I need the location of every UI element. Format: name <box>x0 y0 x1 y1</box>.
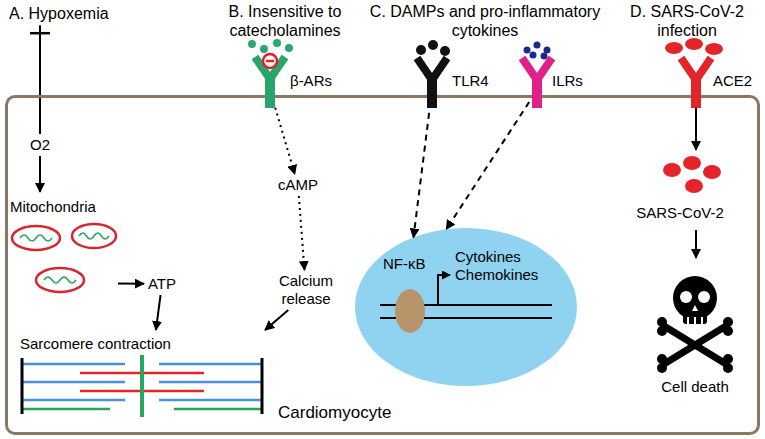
header-node: A. Hypoxemia <box>5 2 113 25</box>
node-text: Cell death <box>640 378 750 396</box>
arrow <box>156 295 161 330</box>
molecule-label: O2 <box>26 134 54 156</box>
node-text: ACE2 <box>713 72 752 90</box>
tlr4-receptor <box>417 58 447 108</box>
sarcomere-drawing <box>22 355 262 417</box>
header-box: C. DAMPs and pro-inflammatory cytokines <box>360 2 610 40</box>
nucleus: NF-κB Cytokines Chemokines <box>355 228 577 386</box>
arrow <box>274 102 295 174</box>
outcome: Cell death <box>640 258 750 403</box>
mitochondria-cristae <box>20 233 109 283</box>
arrow <box>265 310 288 330</box>
header-box: B. Insensitive to catecholamines <box>205 2 365 40</box>
node-text: TLR4 <box>452 72 489 90</box>
promoter-arrow <box>438 275 450 305</box>
nucleus <box>355 228 577 386</box>
virus-particles-inside <box>663 156 721 193</box>
node-text: O2 <box>30 136 50 154</box>
node-text: A. Hypoxemia <box>9 4 109 23</box>
catecholamine-dots <box>248 39 293 53</box>
ilr-receptor <box>522 58 552 108</box>
arrow <box>695 102 697 150</box>
arrow <box>446 102 529 229</box>
skull-icon <box>657 276 733 373</box>
inhibition-line <box>39 25 41 134</box>
inhibition-bar <box>30 32 50 35</box>
process-label: Calcium release <box>270 270 342 310</box>
cell-outline: O2MitochondriaATP Sarcomere contraction cA… <box>5 95 760 435</box>
sarcomere: Sarcomere contraction <box>15 330 270 418</box>
panel-header: B. Insensitive to catecholamines <box>205 2 365 40</box>
node-text: Cardiomyocyte <box>278 403 391 423</box>
damp-dots <box>416 40 450 56</box>
arrow <box>413 102 430 237</box>
ace2-receptor <box>681 58 711 108</box>
arrow <box>39 156 41 192</box>
panel-header: C. DAMPs and pro-inflammatory cytokines <box>360 2 610 40</box>
node-text: ATP <box>148 275 176 293</box>
mitochondria-drawing <box>12 224 116 292</box>
blocked-symbol <box>263 54 277 68</box>
node-text: NF-κB <box>383 255 426 273</box>
node-text: β-ARs <box>290 72 332 90</box>
cytokine-dots <box>524 42 551 60</box>
node-text: Cytokines Chemokines <box>455 248 555 284</box>
transcription-factor <box>395 289 425 333</box>
virus: SARS-CoV-2 <box>625 150 735 230</box>
virus-particles <box>665 38 723 55</box>
arrow <box>299 196 305 270</box>
node-text: SARS-CoV-2 <box>625 204 735 222</box>
node-text: ILRs <box>552 72 583 90</box>
arrow <box>695 230 697 258</box>
node-text: Sarcomere contraction <box>20 335 171 353</box>
arrow <box>118 282 144 284</box>
molecule-label: cAMP <box>274 174 322 196</box>
node-text: cAMP <box>278 176 318 194</box>
node-text: Mitochondria <box>10 198 96 216</box>
node-text: Calcium release <box>274 272 338 308</box>
molecule-label: ATP <box>144 273 180 295</box>
panel-header: D. SARS-CoV-2 infection <box>612 2 762 40</box>
header-box: D. SARS-CoV-2 infection <box>612 2 762 40</box>
organelle: Mitochondria <box>8 192 118 302</box>
